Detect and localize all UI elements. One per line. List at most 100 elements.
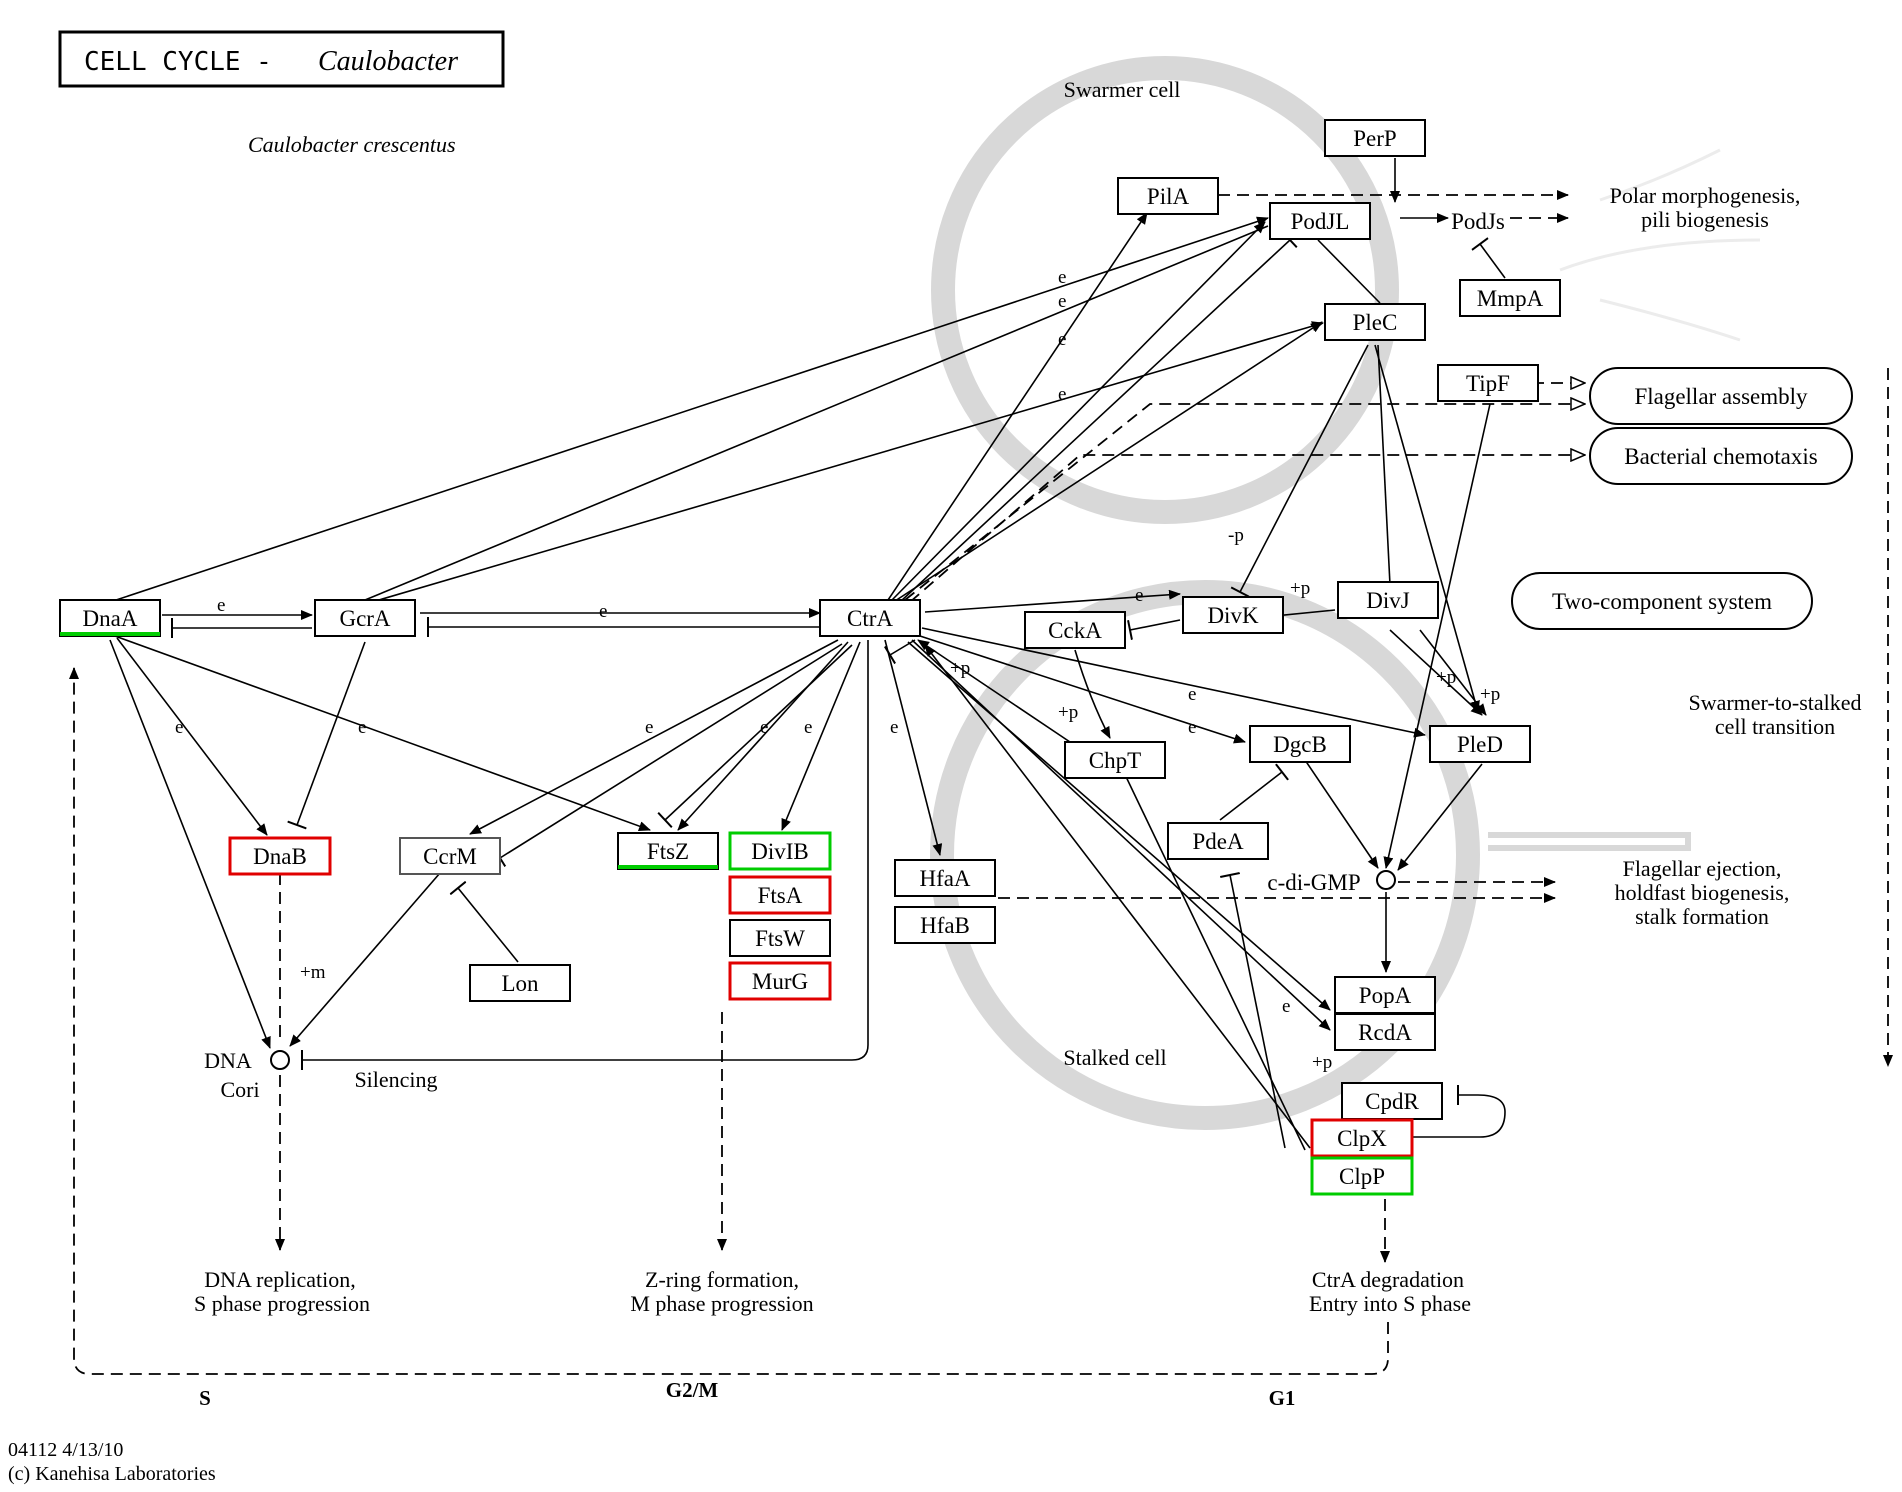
gene-CckA-label: CckA — [1048, 618, 1102, 643]
gene-DivK-label: DivK — [1207, 603, 1259, 628]
gene-ClpP-label: ClpP — [1339, 1164, 1385, 1189]
gene-FtsA-label: FtsA — [758, 883, 803, 908]
dna-replication-label-2: S phase progression — [194, 1291, 370, 1316]
title-box: CELL CYCLE - Caulobacter — [58, 30, 505, 88]
gene-PleC[interactable]: PleC — [1324, 303, 1426, 341]
dna-replication-label-1: DNA replication, — [204, 1267, 356, 1292]
polar-morphogenesis-label-1: Polar morphogenesis, — [1610, 183, 1801, 208]
gene-TipF[interactable]: TipF — [1437, 364, 1539, 402]
gene-DivIB-label: DivIB — [751, 839, 809, 864]
gene-FtsW[interactable]: FtsW — [729, 919, 831, 957]
map-link-flagellar-assembly[interactable]: Flagellar assembly — [1589, 367, 1853, 425]
map-link-flagellar-assembly-label: Flagellar assembly — [1634, 384, 1808, 409]
edge-label-plus-p: +p — [950, 658, 970, 679]
gene-CpdR-label: CpdR — [1365, 1089, 1419, 1114]
edge-label-e: e — [175, 717, 183, 738]
edge-label-e: e — [645, 717, 653, 738]
gene-DivK[interactable]: DivK — [1182, 596, 1284, 634]
edge-label-e: e — [1058, 329, 1066, 350]
gene-ClpP[interactable]: ClpP — [1310, 1156, 1414, 1196]
flagellar-ejection-label-1: Flagellar ejection, — [1623, 856, 1782, 881]
gene-PerP[interactable]: PerP — [1324, 119, 1426, 157]
edges — [69, 158, 1893, 1375]
gene-TipF-label: TipF — [1466, 371, 1510, 396]
gene-PodJL-label: PodJL — [1291, 209, 1350, 234]
ctra-degradation-label-1: CtrA degradation — [1312, 1267, 1464, 1292]
gene-DnaB-label: DnaB — [253, 844, 307, 869]
map-id-date: 04112 4/13/10 — [8, 1439, 123, 1461]
gene-PopA-label: PopA — [1359, 983, 1412, 1008]
gene-PleC-label: PleC — [1353, 310, 1398, 335]
silencing-label: Silencing — [354, 1067, 437, 1092]
edge-label-plus-p: +p — [1480, 684, 1500, 705]
edge-label-e: e — [890, 717, 898, 738]
gene-GcrA[interactable]: GcrA — [314, 599, 416, 637]
gene-PleD-label: PleD — [1457, 732, 1503, 757]
gene-MurG[interactable]: MurG — [728, 961, 832, 1001]
edge-label-e: e — [760, 717, 768, 738]
phase-g2m-label: G2/M — [666, 1378, 719, 1402]
polar-morphogenesis-label-2: pili biogenesis — [1641, 207, 1769, 232]
gene-FtsA[interactable]: FtsA — [728, 875, 832, 915]
gene-DgcB[interactable]: DgcB — [1249, 725, 1351, 763]
gene-GcrA-label: GcrA — [339, 606, 390, 631]
swarmer-to-stalked-label-2: cell transition — [1715, 714, 1835, 739]
gene-ClpX[interactable]: ClpX — [1310, 1118, 1414, 1158]
gene-DnaA[interactable]: DnaA — [59, 599, 161, 637]
gene-PilA[interactable]: PilA — [1117, 177, 1219, 215]
edge-label-plus-p: +p — [1312, 1052, 1332, 1073]
map-link-two-component-system-label: Two-component system — [1552, 589, 1772, 614]
flagellar-ejection-label-3: stalk formation — [1635, 904, 1769, 929]
gene-ClpX-label: ClpX — [1337, 1126, 1387, 1151]
gene-CpdR[interactable]: CpdR — [1341, 1082, 1443, 1120]
phase-g1-label: G1 — [1269, 1386, 1296, 1410]
gene-CckA[interactable]: CckA — [1024, 611, 1126, 649]
edge-label-plus-p: +p — [1058, 702, 1078, 723]
gene-PilA-label: PilA — [1147, 184, 1190, 209]
edge-label-e: e — [217, 595, 225, 616]
cori-compound[interactable] — [270, 1050, 290, 1070]
gene-MmpA-label: MmpA — [1477, 286, 1544, 311]
dna-label: DNA — [204, 1048, 252, 1073]
gene-HfaB[interactable]: HfaB — [894, 906, 996, 944]
flagellum-decoration — [1559, 148, 1761, 342]
gene-HfaA[interactable]: HfaA — [894, 859, 996, 897]
swarmer-cell-label: Swarmer cell — [1064, 77, 1181, 102]
gene-RcdA[interactable]: RcdA — [1334, 1013, 1436, 1051]
gene-PodJL[interactable]: PodJL — [1269, 202, 1371, 240]
map-link-bacterial-chemotaxis[interactable]: Bacterial chemotaxis — [1589, 427, 1853, 485]
gene-MmpA[interactable]: MmpA — [1459, 279, 1561, 317]
gene-ChpT[interactable]: ChpT — [1064, 741, 1166, 779]
gene-PleD[interactable]: PleD — [1429, 725, 1531, 763]
z-ring-label-1: Z-ring formation, — [645, 1267, 799, 1292]
gene-DivIB[interactable]: DivIB — [728, 831, 832, 871]
gene-DnaB[interactable]: DnaB — [228, 836, 332, 876]
edge-label-plus-m: +m — [300, 962, 326, 983]
edge-label-minus-p: -p — [1228, 525, 1244, 546]
cdigmp-label: c-di-GMP — [1267, 870, 1360, 895]
cdigmp-compound[interactable] — [1376, 870, 1396, 890]
gene-CtrA-label: CtrA — [847, 606, 893, 631]
stalked-cell-label: Stalked cell — [1063, 1045, 1166, 1070]
gene-CtrA[interactable]: CtrA — [819, 599, 921, 637]
swarmer-to-stalked-label-1: Swarmer-to-stalked — [1688, 690, 1861, 715]
title-text: CELL CYCLE - — [84, 47, 272, 77]
gene-Lon[interactable]: Lon — [469, 964, 571, 1002]
copyright: (c) Kanehisa Laboratories — [8, 1463, 216, 1485]
map-link-two-component-system[interactable]: Two-component system — [1511, 572, 1813, 630]
flagellar-ejection-label-2: holdfast biogenesis, — [1615, 880, 1790, 905]
gene-FtsZ[interactable]: FtsZ — [617, 832, 719, 870]
gene-CcrM[interactable]: CcrM — [399, 837, 501, 875]
map-link-bacterial-chemotaxis-label: Bacterial chemotaxis — [1624, 444, 1818, 469]
gene-PopA[interactable]: PopA — [1334, 976, 1436, 1014]
gene-DivJ-label: DivJ — [1366, 588, 1410, 613]
gene-DivJ[interactable]: DivJ — [1337, 581, 1439, 619]
phase-s-label: S — [199, 1386, 211, 1410]
edge-label-e: e — [1282, 996, 1290, 1017]
gene-PdeA-label: PdeA — [1192, 829, 1244, 854]
gene-HfaB-label: HfaB — [920, 913, 970, 938]
gene-PdeA[interactable]: PdeA — [1167, 822, 1269, 860]
z-ring-label-2: M phase progression — [630, 1291, 813, 1316]
edge-label-e: e — [599, 601, 607, 622]
gene-DnaA-label: DnaA — [83, 606, 138, 631]
